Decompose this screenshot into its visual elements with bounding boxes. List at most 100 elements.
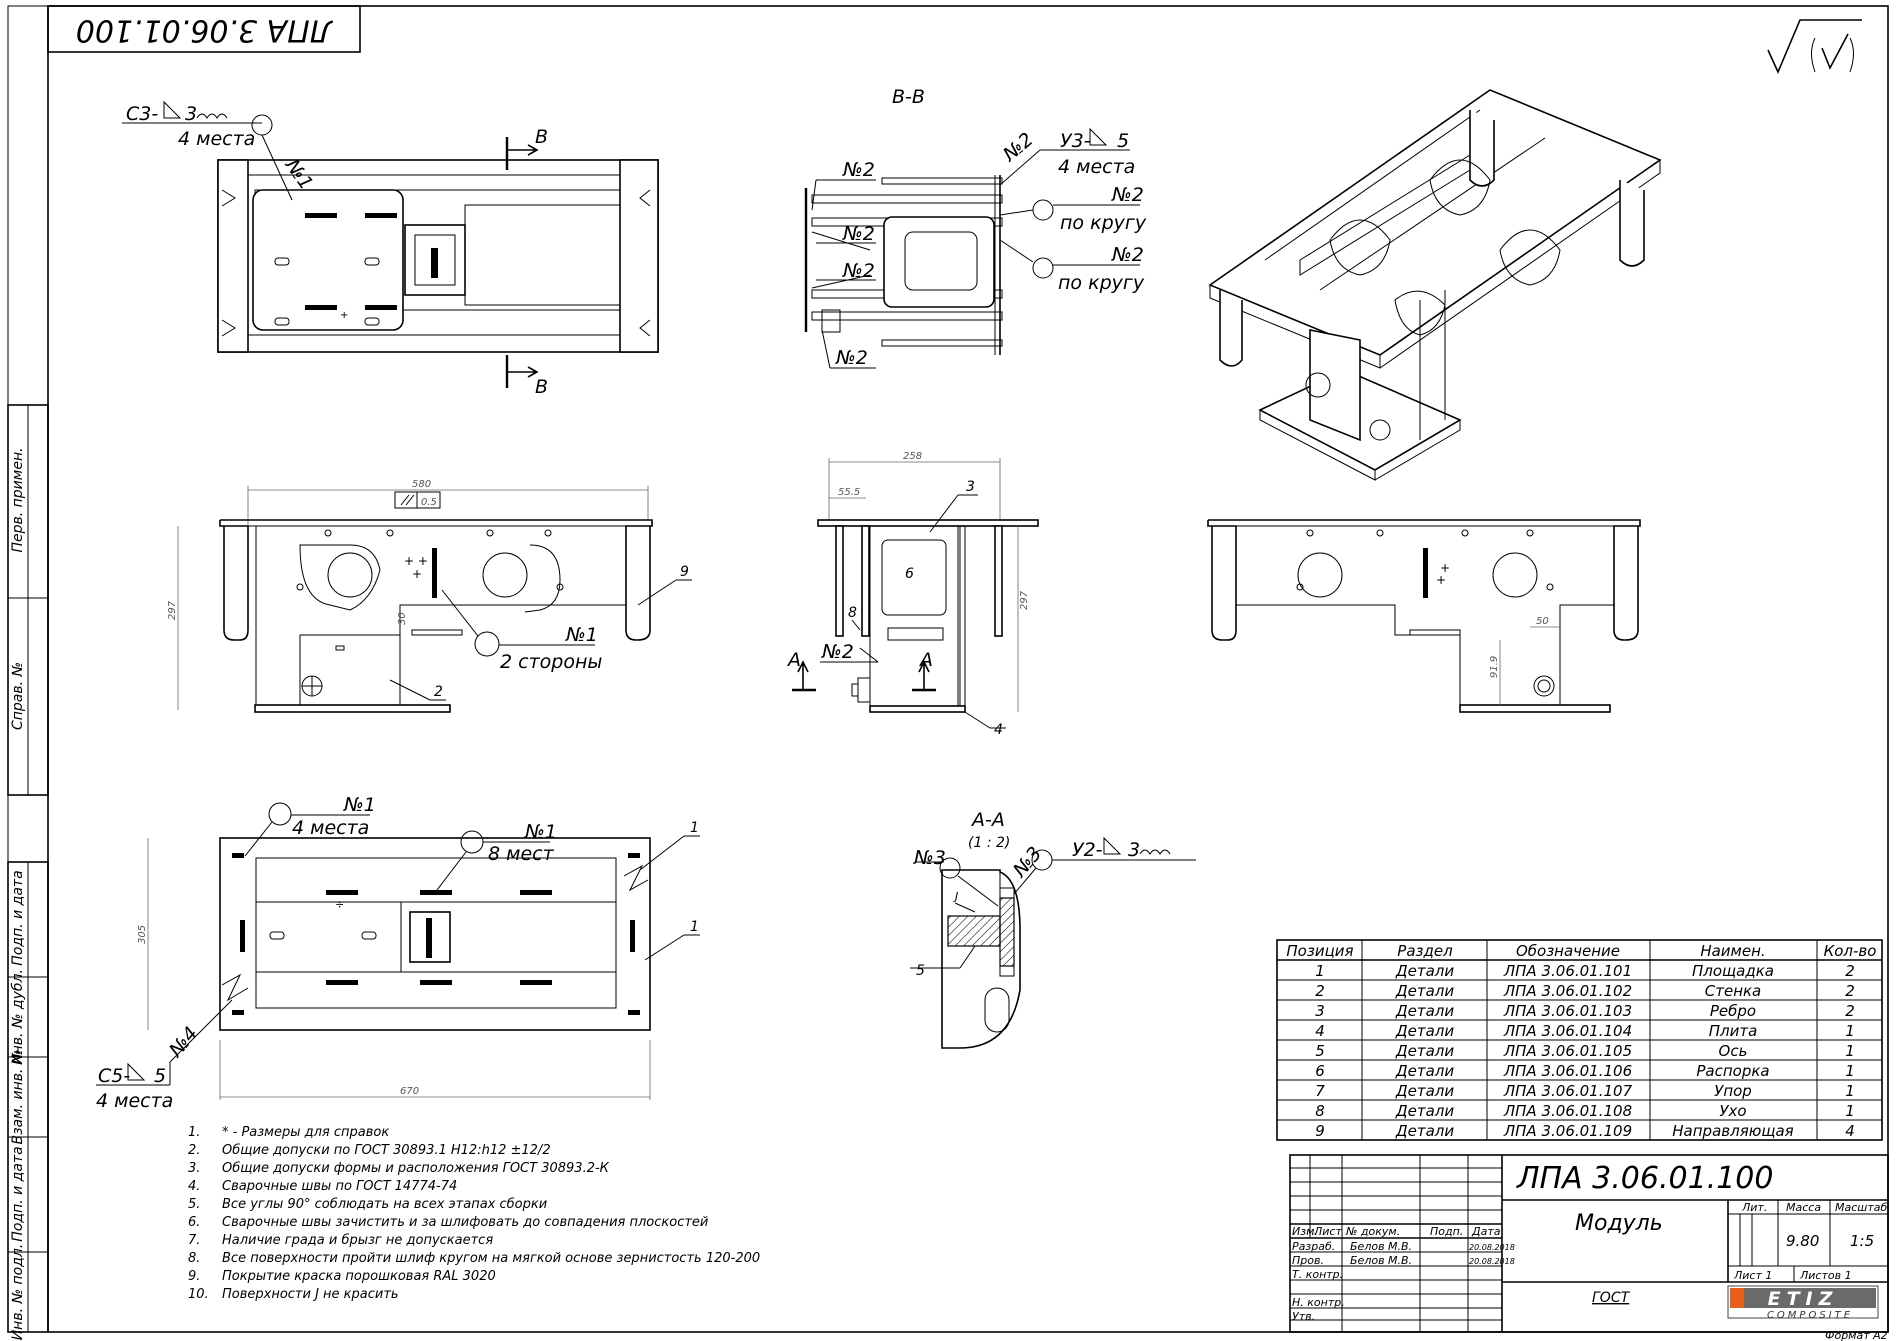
parts-table-cell: Распорка xyxy=(1696,1062,1769,1080)
top-view: + В В С3- 3 4 места №1 xyxy=(122,100,659,398)
title-code: ЛПА 3.06.01.100 xyxy=(1516,1161,1773,1196)
bottom-pos1a: 1 xyxy=(690,820,699,836)
parts-table-cell: 5 xyxy=(1315,1042,1325,1060)
parts-table-cell: Площадка xyxy=(1692,962,1774,980)
logo-top: ETIZ xyxy=(1768,1288,1839,1310)
bottom-n1a: №1 xyxy=(343,794,376,816)
aa-j: J xyxy=(953,890,958,903)
parts-table-cell: Детали xyxy=(1395,962,1454,980)
title-scale-header: Масштаб xyxy=(1835,1201,1887,1214)
parts-table-cell: Ухо xyxy=(1719,1102,1746,1120)
parts-table-cell: ЛПА 3.06.01.107 xyxy=(1503,1082,1633,1100)
bb-n2-a: №2 xyxy=(842,159,875,181)
front-pos9: 9 xyxy=(680,564,689,580)
parts-table-cell: 1 xyxy=(1315,962,1325,980)
parts-table-cell: 2 xyxy=(1845,962,1855,980)
note-text: Поверхности J не красить xyxy=(222,1287,399,1302)
title-material: ГОСТ xyxy=(1592,1290,1631,1306)
isometric-view xyxy=(1208,89,1662,481)
parts-table-cell: 4 xyxy=(1315,1022,1325,1040)
section-b-top: В xyxy=(535,126,548,148)
bottom-weld-code: С5- xyxy=(98,1065,130,1087)
bb-u3-leg: 5 xyxy=(1117,130,1129,152)
front-view: 580 0.5 + + + 297 30 №1 2 сторон xyxy=(167,479,692,713)
parts-table-cell: Детали xyxy=(1395,1122,1454,1140)
aa-pos5: 5 xyxy=(916,963,925,979)
parts-table-cell: 8 xyxy=(1315,1102,1325,1120)
parts-table-cell: Детали xyxy=(1395,1002,1454,1020)
side-label-dubl: Инв. № дубл. xyxy=(10,969,26,1065)
rotated-drawing-code: ЛПА 3.06.01.100 xyxy=(76,13,333,48)
dim-front-height: 297 xyxy=(167,600,178,620)
parts-table-cell: Детали xyxy=(1395,1102,1454,1120)
title-block-role: Т. контр. xyxy=(1292,1268,1343,1281)
note-number: 6. xyxy=(188,1215,200,1230)
parts-table-cell: ЛПА 3.06.01.105 xyxy=(1503,1042,1632,1060)
top-weld-places: 4 места xyxy=(178,128,255,150)
bottom-view: ÷ 670 305 №1 4 места №1 8 мест 1 1 №4 С5… xyxy=(96,794,700,1112)
title-block-date: 20.08.2018 xyxy=(1469,1243,1515,1252)
side-n2: №2 xyxy=(821,641,854,663)
parts-table-cell: 2 xyxy=(1845,982,1855,1000)
bb-u3-code: У3- xyxy=(1060,130,1091,152)
parts-table-cell: 6 xyxy=(1315,1062,1325,1080)
title-block: ЛПА 3.06.01.100 Модуль ГОСТ Лит. Масса М… xyxy=(1289,1154,1889,1341)
side-label-vzam: Взам. инв. № xyxy=(10,1049,26,1144)
side-pos6: 6 xyxy=(905,566,914,582)
note-text: Покрытие краска порошковая RAL 3020 xyxy=(222,1269,496,1284)
bb-n2-r1: №2 xyxy=(1111,184,1144,206)
aa-scale: (1 : 2) xyxy=(968,835,1010,851)
parts-table-cell: ЛПА 3.06.01.101 xyxy=(1503,962,1632,980)
bb-round1: по кругу xyxy=(1060,212,1147,234)
aa-u2-leg: 3 xyxy=(1128,839,1140,861)
note-text: Сварочные швы зачистить и за шлифовать д… xyxy=(222,1215,708,1230)
side-label-podl: Инв. № подл. xyxy=(10,1244,26,1341)
section-a-right: А xyxy=(918,649,933,671)
note-number: 10. xyxy=(188,1287,209,1302)
side-pos8: 8 xyxy=(848,605,857,621)
note-text: Общие допуски по ГОСТ 30893.1 H12:h12 ±1… xyxy=(222,1143,551,1158)
title-block-col-header: Лист xyxy=(1313,1225,1342,1238)
section-aa-view: А-А (1 : 2) J №3 №3 У2- 3 5 xyxy=(910,809,1196,1049)
aa-n3b: №3 xyxy=(1008,843,1046,882)
note-number: 1. xyxy=(188,1125,200,1140)
title-name: Модуль xyxy=(1575,1211,1663,1236)
dim-side-width: 258 xyxy=(903,451,922,462)
section-b-bottom: В xyxy=(535,376,548,398)
bb-n2-r2: №2 xyxy=(1111,244,1144,266)
section-bb-title: В-В xyxy=(892,86,925,108)
note-text: Наличие града и брызг не допускается xyxy=(222,1233,493,1248)
bottom-weld-places: 4 места xyxy=(96,1090,173,1112)
note-text: Общие допуски формы и расположения ГОСТ … xyxy=(222,1161,610,1176)
bottom-places8: 8 мест xyxy=(488,843,555,865)
side-pos4: 4 xyxy=(994,722,1003,738)
note-text: Все углы 90° соблюдать на всех этапах сб… xyxy=(222,1197,547,1212)
side-pos3: 3 xyxy=(966,479,975,495)
title-block-col-header: № докум. xyxy=(1345,1225,1400,1238)
parts-table-cell: 1 xyxy=(1845,1022,1855,1040)
note-text: * - Размеры для справок xyxy=(222,1125,389,1140)
title-block-role: Н. контр. xyxy=(1292,1296,1345,1309)
title-block-date: 20.08.2018 xyxy=(1469,1257,1515,1266)
rear-view: + + 50 91.9 xyxy=(1207,519,1641,713)
bottom-pos1b: 1 xyxy=(690,919,699,935)
parts-table-header: Позиция xyxy=(1286,942,1353,960)
sheet-format: Формат А2 xyxy=(1825,1329,1888,1341)
title-mass-header: Масса xyxy=(1786,1201,1821,1214)
parts-table-cell: 2 xyxy=(1845,1002,1855,1020)
parts-table-cell: Направляющая xyxy=(1672,1122,1793,1140)
bottom-n4: №4 xyxy=(164,1023,202,1062)
dim-bottom-height: 305 xyxy=(137,925,148,944)
dim-right-91: 91.9 xyxy=(1489,656,1500,678)
bottom-weld-leg: 5 xyxy=(154,1065,166,1087)
svg-text:+: + xyxy=(1440,561,1450,575)
parts-table-header: Наимен. xyxy=(1700,942,1765,960)
dim-bottom-width: 670 xyxy=(400,1086,419,1097)
section-a-left: А xyxy=(786,649,801,671)
parts-table-cell: 7 xyxy=(1315,1082,1325,1100)
bottom-places4: 4 места xyxy=(292,817,369,839)
title-block-role: Утв. xyxy=(1292,1310,1315,1323)
parts-table-cell: Упор xyxy=(1714,1082,1752,1100)
